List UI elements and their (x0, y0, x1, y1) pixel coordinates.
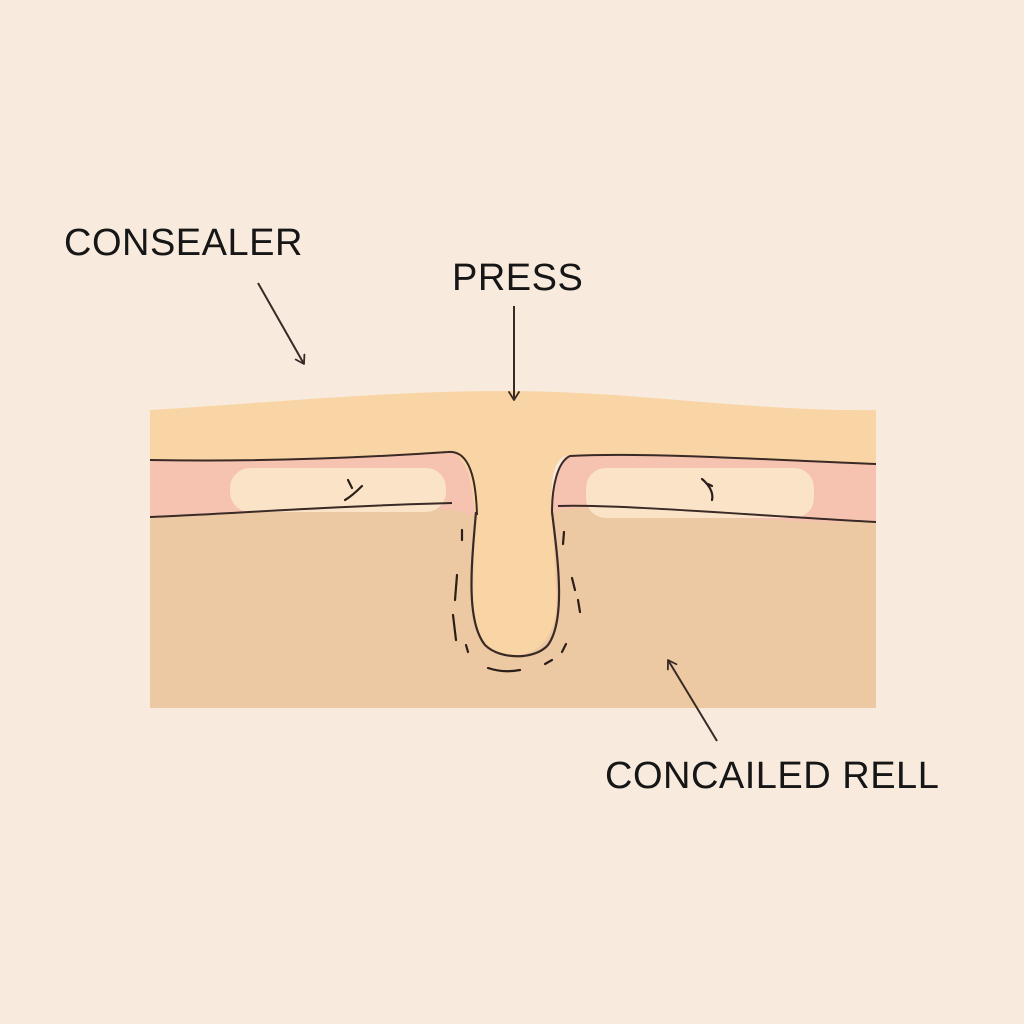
press-label: PRESS (452, 257, 584, 299)
sketch-marks (343, 477, 714, 673)
skin-outline-right-lower (557, 504, 877, 523)
concealer-label: CONSEALER (64, 222, 303, 264)
concealed-label: CONCAILED RELL (605, 755, 940, 797)
skin-outline-left (149, 450, 478, 516)
skin-highlight-right (586, 468, 814, 518)
skin-highlight-left (230, 468, 446, 512)
skin-outline-right (551, 453, 877, 513)
pore-outline (470, 511, 561, 658)
arrow-up-left-icon (666, 659, 718, 742)
skin-outline-left-lower (149, 502, 453, 518)
arrow-down-right-icon (257, 282, 306, 365)
